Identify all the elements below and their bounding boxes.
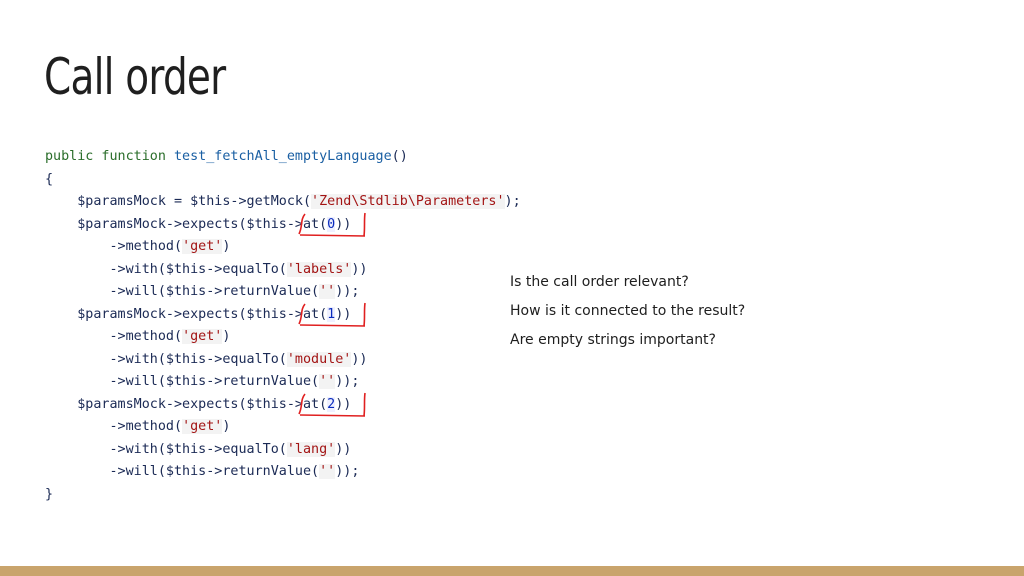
code-token: 1: [327, 306, 336, 322]
code-token: (): [391, 149, 408, 164]
code-line: ->will($this->returnValue(''));: [45, 461, 521, 484]
code-token: at(: [302, 396, 328, 412]
code-token: )): [335, 396, 352, 412]
code-token: public function: [45, 149, 174, 164]
code-token: 0: [327, 216, 336, 232]
code-line: ->with($this->equalTo('labels')): [45, 259, 521, 282]
code-line: $paramsMock->expects($this->at(0)): [45, 212, 521, 237]
question-call-order: Is the call order relevant?: [510, 274, 689, 290]
code-token: at(: [302, 306, 328, 322]
code-token: 'get': [182, 419, 223, 434]
code-token: at(: [302, 216, 328, 232]
code-token: 'get': [182, 329, 223, 344]
red-bracket-mark: [298, 392, 366, 417]
code-token: )): [335, 216, 352, 232]
code-token: 'Zend\Stdlib\Parameters': [311, 194, 505, 209]
code-token: {: [45, 171, 54, 187]
code-token: '': [319, 284, 336, 299]
questions-list: Is the call order relevant? How is it co…: [510, 274, 745, 361]
code-token: ->with($this->equalTo(: [45, 441, 287, 457]
code-line: ->with($this->equalTo('lang')): [45, 439, 521, 462]
code-token: ));: [335, 374, 360, 389]
code-token: 2: [327, 396, 336, 412]
question-connection: How is it connected to the result?: [510, 303, 746, 319]
call-index-highlight: at(1)): [298, 302, 366, 327]
code-line: ->will($this->returnValue(''));: [45, 371, 521, 394]
code-token: $paramsMock->expects($this->: [45, 396, 303, 412]
code-token: 'module': [286, 351, 352, 367]
code-line: ->method('get'): [45, 416, 521, 439]
code-token: )): [335, 306, 352, 322]
code-token: 'lang': [286, 441, 336, 457]
code-token: '': [319, 374, 336, 389]
code-line: }: [45, 484, 521, 507]
call-index-highlight: at(0)): [298, 212, 366, 237]
code-token: ->with($this->equalTo(: [45, 351, 287, 367]
footer-bar: [0, 566, 1024, 576]
code-token: $paramsMock->expects($this->: [45, 216, 303, 232]
code-line: ->method('get'): [45, 326, 521, 349]
code-token: ));: [335, 464, 360, 479]
code-token: ->will($this->returnValue(: [45, 374, 320, 389]
code-line: ->with($this->equalTo('module')): [45, 349, 521, 372]
code-line: public function test_fetchAll_emptyLangu…: [45, 146, 521, 169]
code-line: ->will($this->returnValue(''));: [45, 281, 521, 304]
code-token: ->with($this->equalTo(: [45, 261, 287, 277]
code-token: );: [504, 194, 521, 209]
code-token: 'get': [182, 239, 223, 254]
code-token: }: [45, 486, 54, 502]
code-token: 'labels': [286, 261, 352, 277]
slide-title: Call order: [44, 48, 226, 106]
red-bracket-mark: [298, 212, 366, 237]
code-block: public function test_fetchAll_emptyLangu…: [45, 146, 521, 506]
red-bracket-mark: [298, 302, 366, 327]
code-token: $paramsMock->expects($this->: [45, 306, 303, 322]
code-line: $paramsMock->expects($this->at(1)): [45, 302, 521, 327]
code-token: )): [351, 351, 368, 367]
code-line: $paramsMock = $this->getMock('Zend\Stdli…: [45, 191, 521, 214]
code-token: ): [222, 239, 231, 254]
code-line: {: [45, 169, 521, 192]
code-line: ->method('get'): [45, 236, 521, 259]
call-index-highlight: at(2)): [298, 392, 366, 417]
code-token: ->will($this->returnValue(: [45, 284, 320, 299]
question-empty-strings: Are empty strings important?: [510, 332, 716, 348]
code-token: $paramsMock = $this->getMock(: [45, 194, 312, 209]
code-token: ->method(: [45, 329, 183, 344]
code-token: ));: [335, 284, 360, 299]
code-token: )): [351, 261, 368, 277]
code-token: ->method(: [45, 419, 183, 434]
code-token: ->will($this->returnValue(: [45, 464, 320, 479]
code-token: ->method(: [45, 239, 183, 254]
code-token: )): [335, 441, 352, 457]
code-line: $paramsMock->expects($this->at(2)): [45, 392, 521, 417]
code-token: test_fetchAll_emptyLanguage: [174, 149, 392, 164]
code-token: '': [319, 464, 336, 479]
code-token: ): [222, 419, 231, 434]
code-token: ): [222, 329, 231, 344]
